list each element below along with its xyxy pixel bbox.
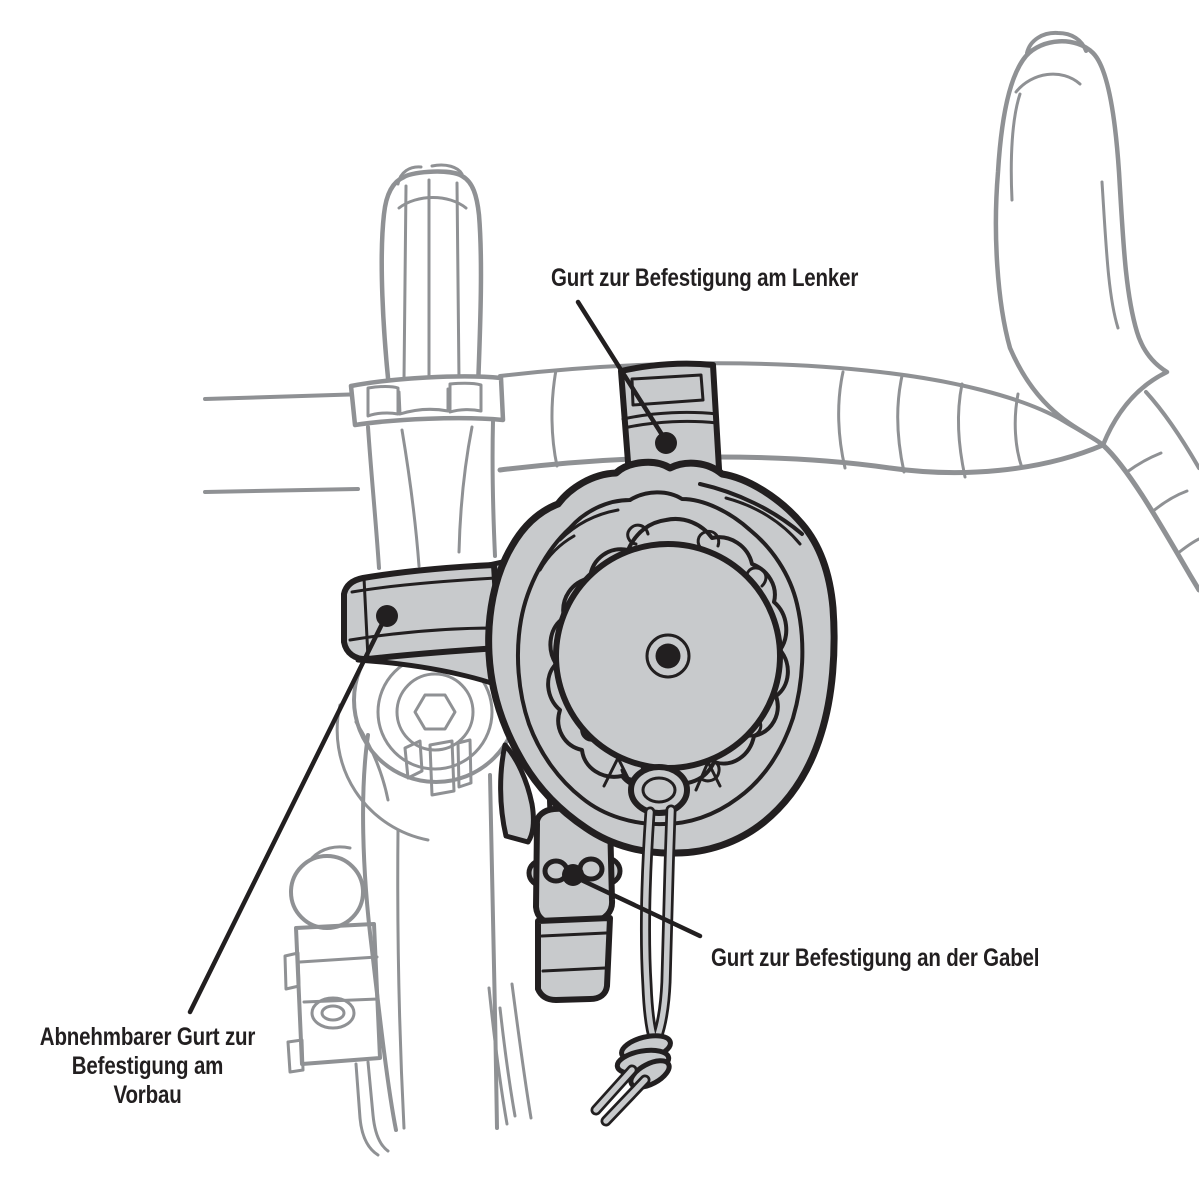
leader-dot-handlebar — [655, 432, 677, 454]
label-stem-strap-line2: Befestigung am Vorbau — [71, 1052, 224, 1109]
fork-leg-right — [487, 982, 533, 1126]
label-stem-strap-line1: Abnehmbarer Gurt zur — [39, 1023, 256, 1051]
handlebar-left — [203, 392, 368, 494]
bag-center-dot — [655, 643, 681, 669]
handlebar-bag — [485, 458, 838, 857]
brake-hood-left — [379, 163, 484, 391]
label-fork-strap: Gurt zur Befestigung an der Gabel — [711, 944, 1040, 972]
bag-center-ring — [645, 633, 691, 679]
leader-dot-stem — [376, 605, 398, 627]
brake-hood-right — [993, 30, 1170, 448]
drawcord — [590, 764, 690, 1127]
label-stem-strap: Abnehmbarer Gurt zur Befestigung am Vorb… — [36, 1023, 259, 1110]
bike-line-art — [203, 30, 1199, 1157]
leader-stem-strap — [187, 615, 388, 1015]
leader-handlebar-strap — [575, 299, 669, 444]
leader-fork-strap — [572, 874, 703, 939]
strap-loose-end — [535, 915, 613, 1003]
label-handlebar-strap: Gurt zur Befestigung am Lenker — [551, 264, 859, 292]
cord-grommet — [628, 764, 690, 816]
stem-strap — [341, 562, 502, 663]
bag-gusset — [498, 742, 536, 845]
leader-dot-fork — [562, 864, 584, 886]
handlebar-tape-right — [497, 361, 1106, 479]
brake-caliper — [283, 845, 390, 1157]
bag-rim-line — [515, 490, 805, 827]
fork-leg-left — [354, 720, 499, 1132]
stem-column — [366, 419, 497, 570]
drop-bar — [1100, 390, 1199, 593]
stem-clamp — [348, 374, 506, 428]
leader-lines — [187, 299, 703, 1015]
